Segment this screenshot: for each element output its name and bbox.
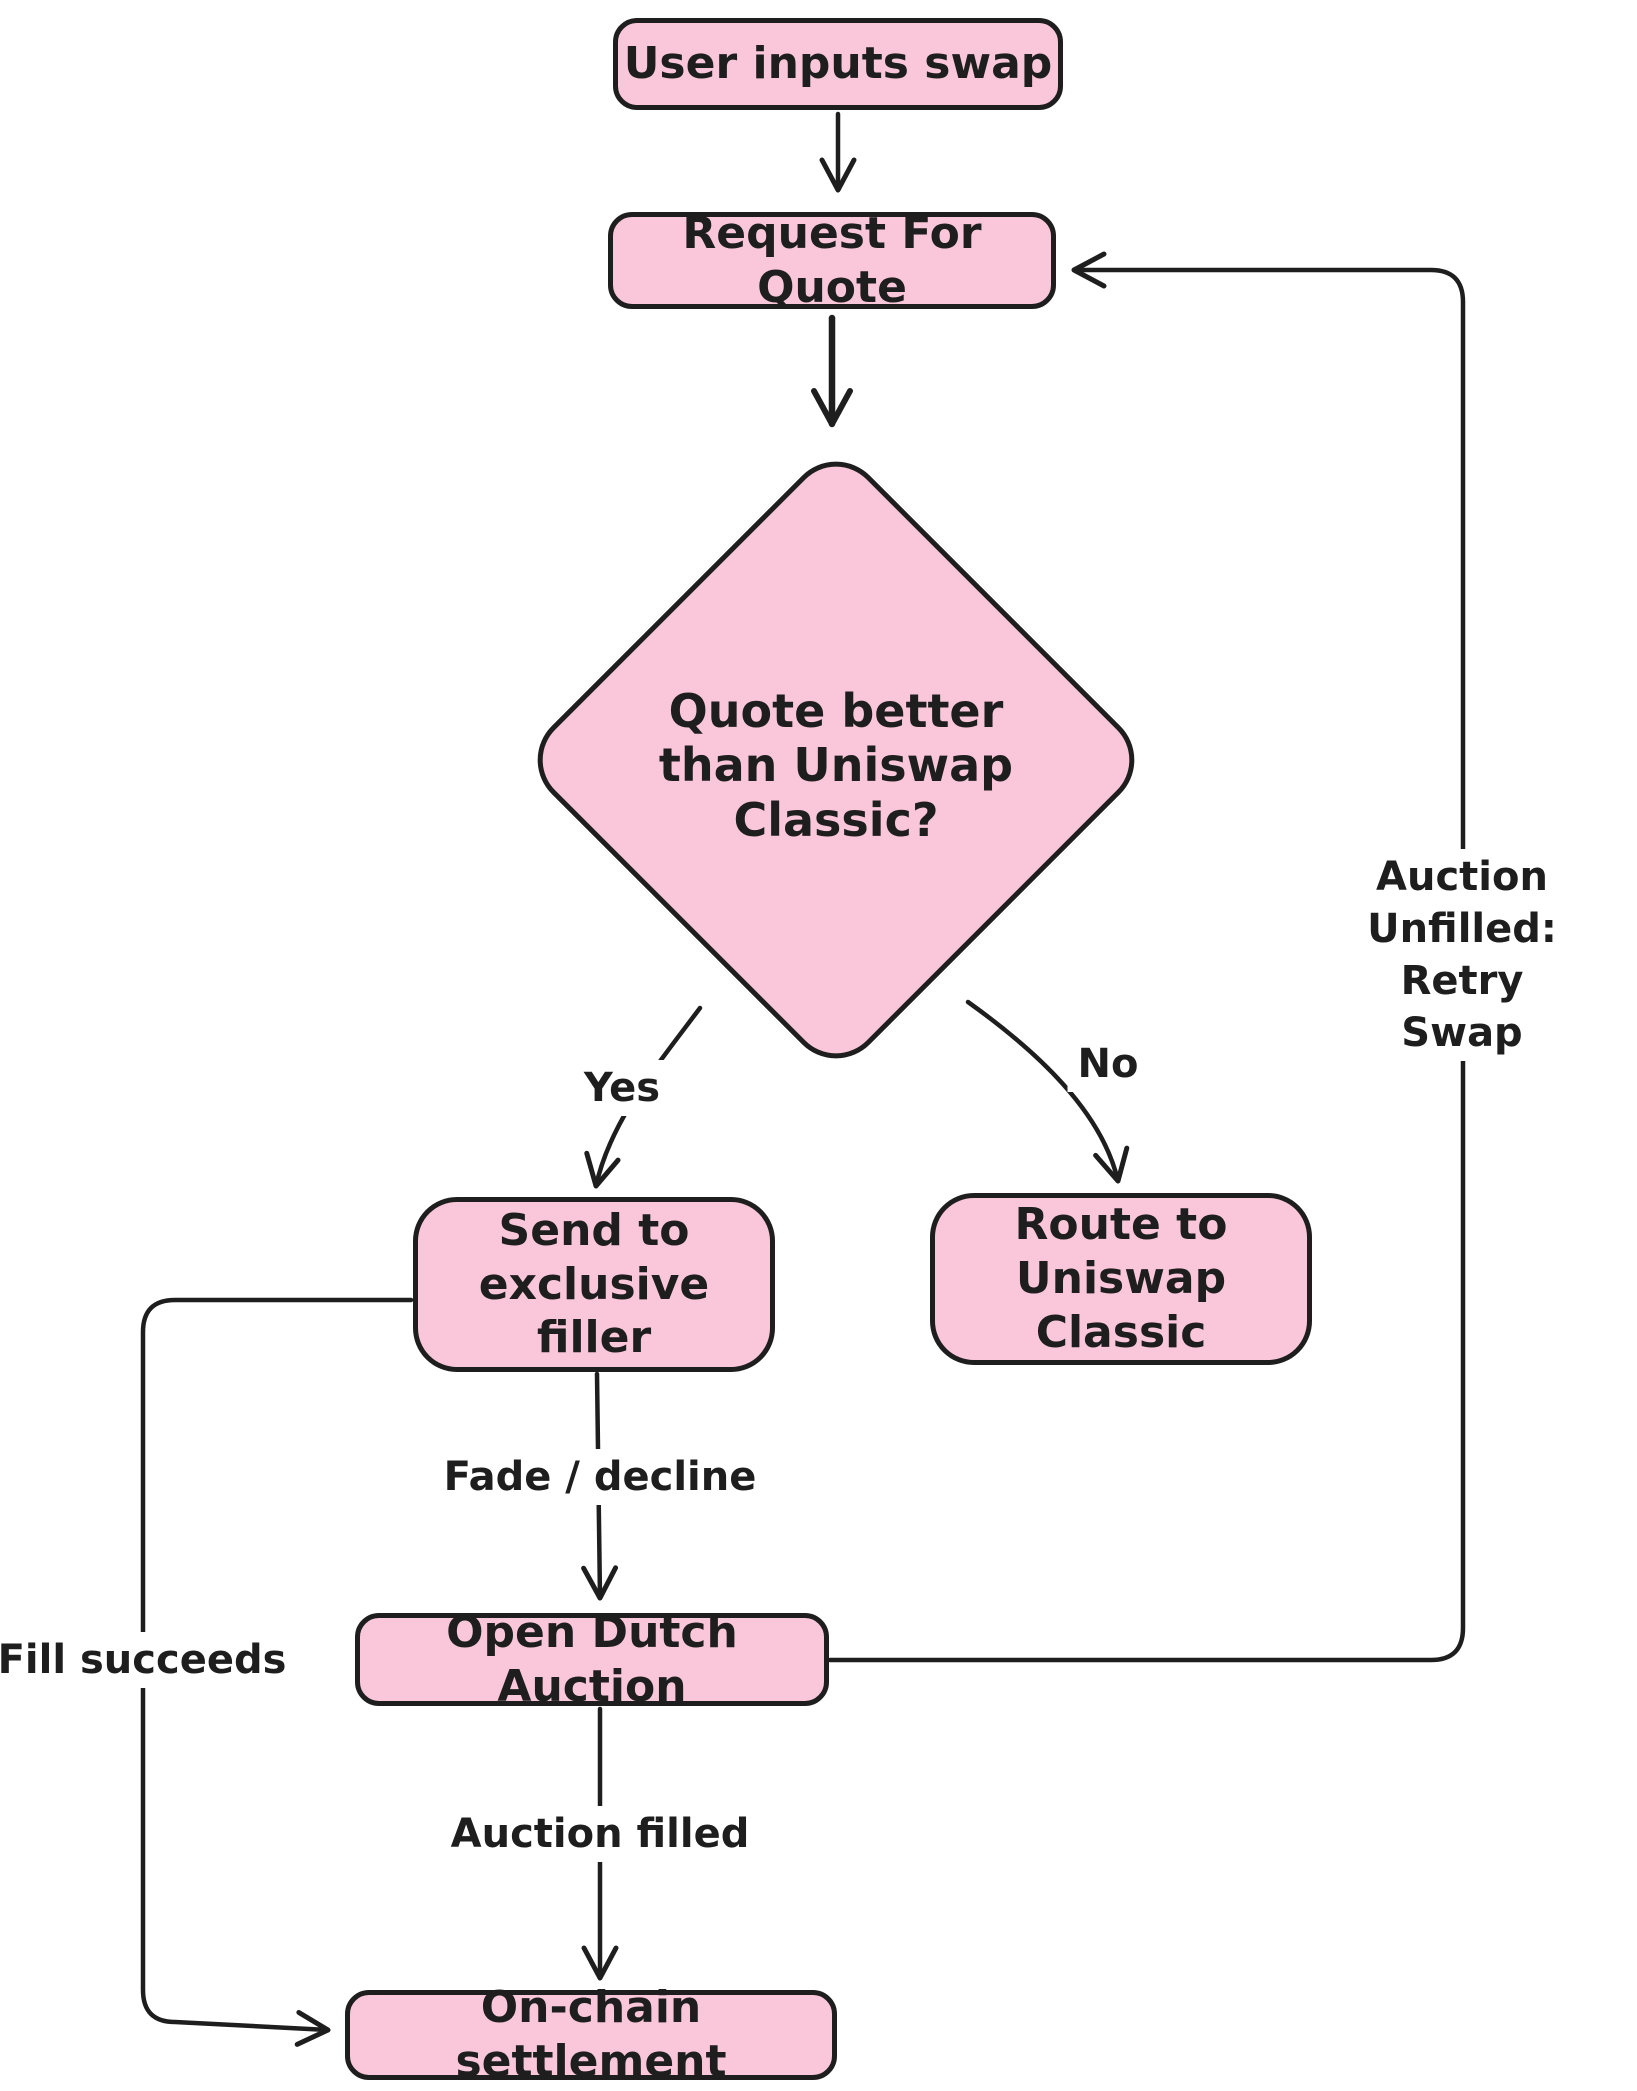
node-open-dutch-auction-label: Open Dutch Auction	[446, 1606, 738, 1712]
node-onchain-settlement-label: On-chain settlement	[455, 1982, 727, 2087]
edge-label-auction-unfilled-retry: Auction Unfilled: Retry Swap	[1357, 849, 1567, 1061]
node-user-inputs-swap: User inputs swap	[613, 18, 1063, 110]
node-request-for-quote: Request For Quote	[608, 208, 1056, 313]
node-user-inputs-swap-label: User inputs swap	[623, 38, 1053, 90]
edge-label-no: No	[1067, 1036, 1149, 1092]
node-open-dutch-auction: Open Dutch Auction	[355, 1607, 829, 1712]
edge-label-fill-succeeds: Fill succeeds	[0, 1632, 297, 1688]
node-send-exclusive-filler-label: Send to exclusive filler	[478, 1204, 710, 1364]
node-onchain-settlement: On-chain settlement	[345, 1982, 837, 2087]
node-send-exclusive-filler: Send to exclusive filler	[413, 1197, 775, 1372]
edge-label-auction-filled: Auction filled	[440, 1806, 760, 1862]
node-route-uniswap-classic-label: Route to Uniswap Classic	[1014, 1199, 1228, 1358]
node-quote-decision-label: Quote better than Uniswap Classic?	[658, 684, 1014, 847]
node-request-for-quote-label: Request For Quote	[682, 207, 982, 313]
edge-label-fade-decline: Fade / decline	[433, 1449, 767, 1505]
node-route-uniswap-classic: Route to Uniswap Classic	[930, 1193, 1312, 1365]
edge-label-yes: Yes	[573, 1060, 671, 1116]
edge-decision-no	[965, 999, 1130, 1184]
